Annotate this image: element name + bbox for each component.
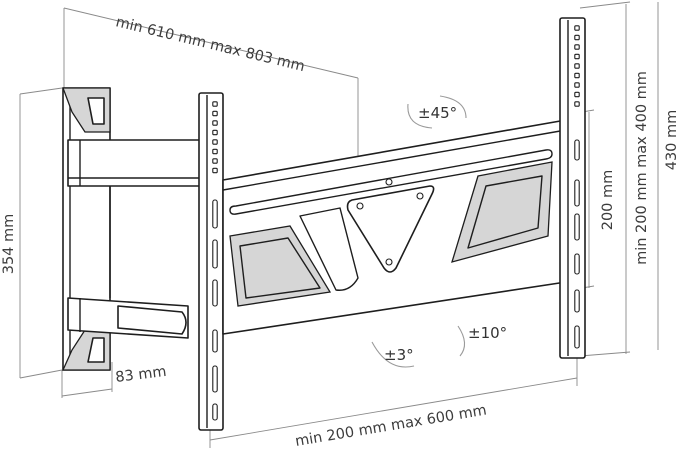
mounting-hole <box>212 110 218 117</box>
arm-reach-label: min 610 mm max 803 mm <box>114 14 306 75</box>
wall-plate-width-label: 83 mm <box>115 364 168 386</box>
cross-beam-cutout-left-inner <box>239 237 321 299</box>
mounting-hole <box>574 72 580 79</box>
bracket-height-label: 430 mm <box>664 110 680 171</box>
mounting-slot <box>574 139 580 161</box>
mounting-slot <box>212 403 218 421</box>
mounting-slot <box>212 329 218 353</box>
left-bracket-holes <box>212 101 218 421</box>
mounting-slot <box>574 325 580 349</box>
mounting-slot <box>212 365 218 393</box>
wall-width-dimension-line <box>61 388 113 397</box>
mounting-hole <box>212 101 218 107</box>
cross-beam-top-edge <box>222 129 567 191</box>
mounting-slot <box>212 199 218 229</box>
wall-height-extension-bottom <box>19 369 63 379</box>
wall-height-extension-top <box>19 87 63 95</box>
center-hole-right <box>416 192 424 200</box>
vesa-vertical-range-label: min 200 mm max 400 mm <box>634 71 650 265</box>
vesa-vertical-range-extension-bottom <box>579 351 631 357</box>
mounting-hole <box>212 148 218 155</box>
wall-plate-bottom-cutout <box>87 337 105 363</box>
upper-arm <box>67 139 201 187</box>
mounting-hole <box>212 120 218 126</box>
left-vertical-bracket <box>198 92 224 431</box>
swivel-arc-left <box>407 103 433 129</box>
mounting-hole <box>212 158 218 164</box>
swivel-arc-right <box>439 95 467 119</box>
mounting-hole <box>212 139 218 145</box>
mounting-hole <box>574 34 580 41</box>
vesa-vertical-min-label: 200 mm <box>600 170 616 231</box>
cross-beam-cutout-mid <box>299 207 359 291</box>
mounting-hole <box>574 25 580 31</box>
angle-indicators <box>371 95 467 368</box>
rotation-arc <box>371 341 415 368</box>
mounting-hole <box>574 44 580 50</box>
vesa-horizontal-dimension-line <box>209 377 578 441</box>
mounting-slot <box>574 179 580 207</box>
mounting-slot <box>574 213 580 241</box>
center-hole-left <box>356 202 364 210</box>
right-bracket-bar <box>559 17 586 359</box>
rotation-angle-label: ±3° <box>384 346 414 364</box>
mounting-slot <box>212 279 218 307</box>
center-top-hole <box>385 178 393 186</box>
tilt-angle-label: ±10° <box>468 324 507 342</box>
lower-arm-elbow <box>117 305 187 335</box>
mounting-slot <box>574 253 580 275</box>
right-vertical-bracket <box>559 17 586 359</box>
wall-plate-height-label: 354 mm <box>1 214 17 275</box>
vesa-vertical-range-extension-top <box>579 1 631 9</box>
tilt-arc <box>457 325 466 357</box>
reach-dimension-line <box>63 7 359 79</box>
mounting-slot <box>212 239 218 269</box>
cross-beam-cutout-left <box>229 225 332 307</box>
mounting-hole <box>574 101 580 107</box>
mounting-hole <box>574 53 580 60</box>
center-triangle-plate <box>346 185 435 273</box>
mounting-hole <box>574 91 580 98</box>
mounting-slot <box>574 289 580 313</box>
mounting-hole <box>212 129 218 136</box>
left-bracket-bar <box>198 92 224 431</box>
cross-beam-slot <box>229 149 553 215</box>
cross-beam-cutout-right <box>451 161 553 263</box>
mounting-hole <box>574 63 580 69</box>
cross-beam-cutout-right-inner <box>467 175 543 249</box>
swivel-angle-label: ±45° <box>418 104 457 122</box>
mounting-hole <box>212 167 218 174</box>
center-hole-bottom <box>385 258 393 266</box>
cross-beam <box>222 119 567 335</box>
wall-plate-top-cutout <box>87 97 105 125</box>
mounting-hole <box>574 82 580 88</box>
right-bracket-holes <box>574 25 580 349</box>
